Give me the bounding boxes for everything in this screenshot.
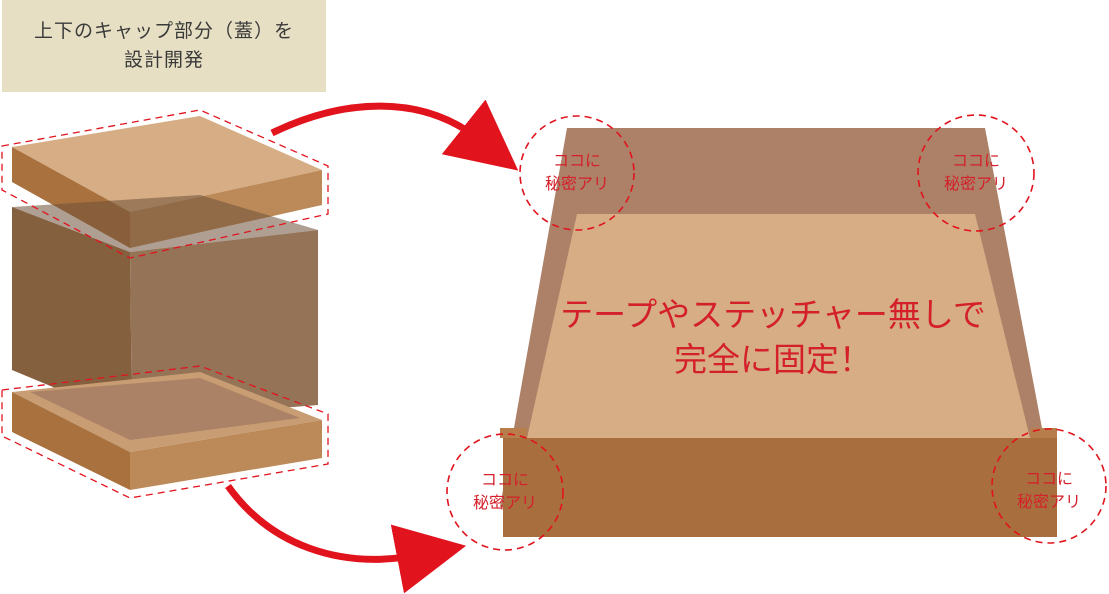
caption-box: 上下のキャップ部分（蓋）を 設計開発 bbox=[2, 0, 326, 92]
exploded-box-illustration bbox=[1, 109, 329, 499]
corner-note-line-2: 秘密アリ bbox=[944, 174, 1008, 193]
corner-note-bottom-left: ココに 秘密アリ bbox=[446, 433, 564, 551]
arrow-to-cap bbox=[225, 483, 467, 594]
caption-line-1: 上下のキャップ部分（蓋）を bbox=[33, 20, 294, 42]
main-message-line-2: 完全に固定！ bbox=[674, 340, 872, 379]
corner-note-line-2: 秘密アリ bbox=[545, 174, 609, 193]
corner-note-line-1: ココに bbox=[952, 151, 1000, 170]
corner-note-line-1: ココに bbox=[1025, 469, 1073, 488]
corner-note-line-2: 秘密アリ bbox=[1017, 492, 1081, 511]
main-message-line-1: テープやステッチャー無しで bbox=[560, 295, 986, 334]
corner-note-line-1: ココに bbox=[481, 470, 529, 489]
arrow-to-lid bbox=[270, 99, 519, 171]
corner-note-line-1: ココに bbox=[553, 151, 601, 170]
bottom-cap-dashed-outline bbox=[1, 365, 329, 499]
bottom-cap bbox=[12, 372, 322, 490]
caption-line-2: 設計開発 bbox=[123, 49, 204, 71]
tray-illustration bbox=[500, 128, 1057, 537]
corner-note-line-2: 秘密アリ bbox=[473, 493, 537, 512]
top-lid-dashed-outline bbox=[1, 109, 329, 259]
corner-note-bottom-right: ココに 秘密アリ bbox=[991, 428, 1107, 544]
corner-note-top-left: ココに 秘密アリ bbox=[519, 115, 635, 231]
box-body bbox=[12, 195, 318, 420]
corner-note-top-right: ココに 秘密アリ bbox=[917, 114, 1035, 232]
